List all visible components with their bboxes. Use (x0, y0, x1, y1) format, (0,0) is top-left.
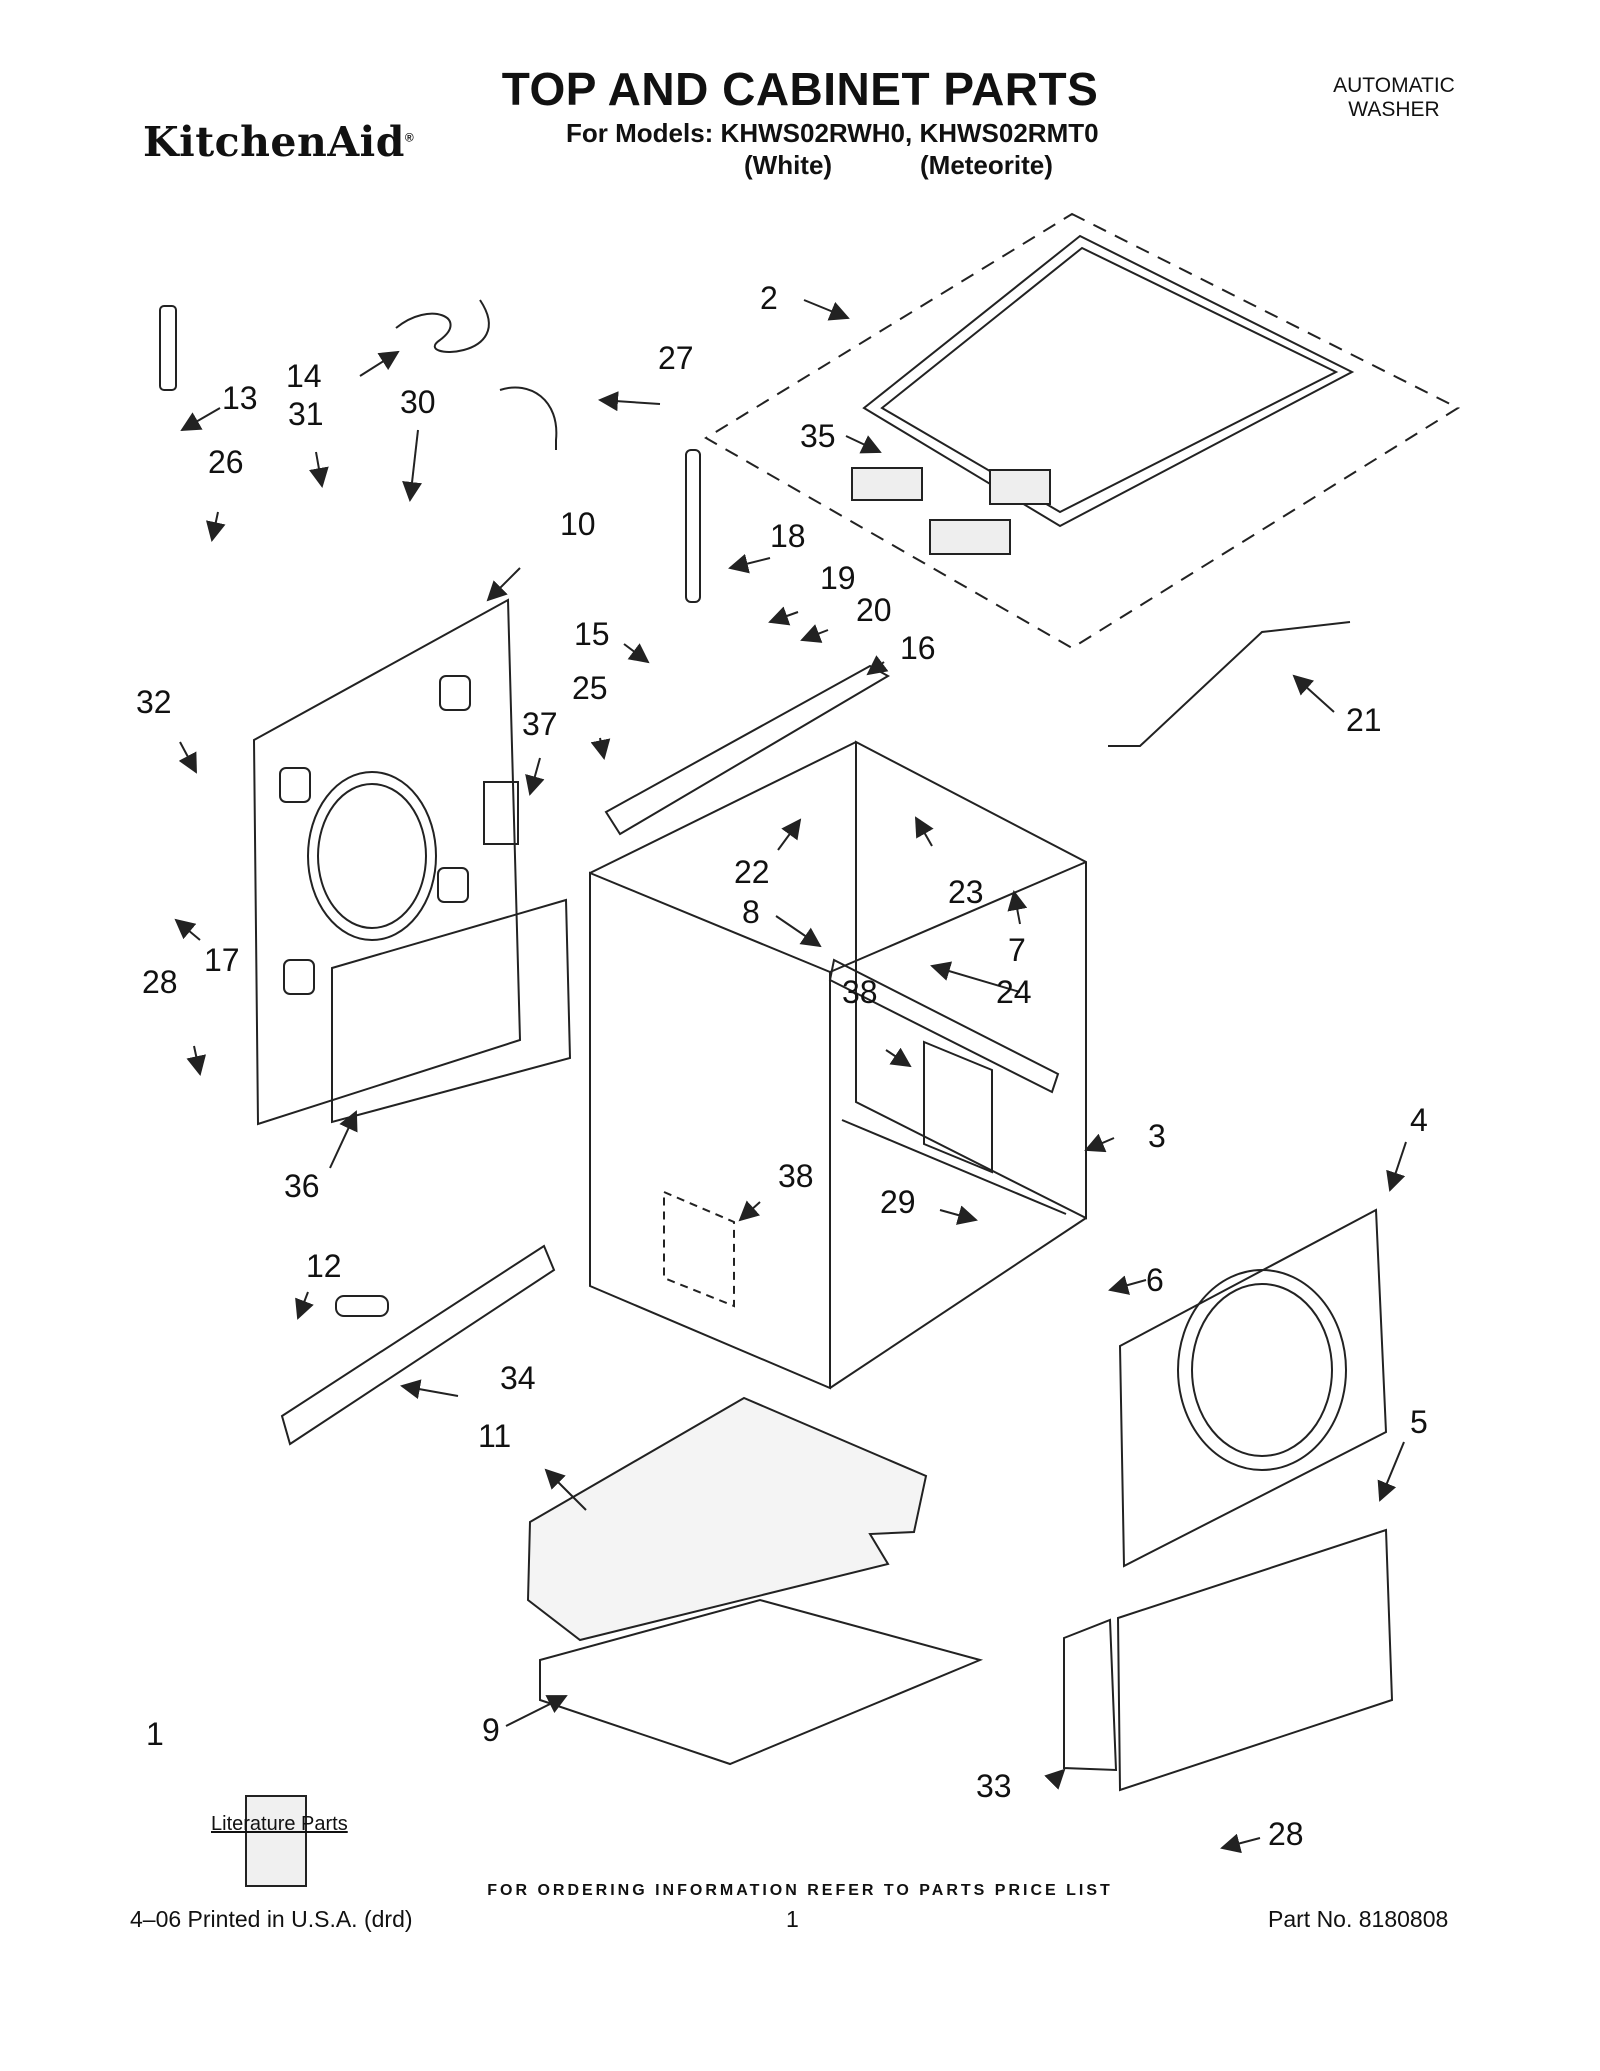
print-info: 4–06 Printed in U.S.A. (drd) (130, 1906, 413, 1932)
callout-12: 12 (306, 1248, 342, 1284)
callout-16: 16 (900, 630, 936, 666)
cabinet-part (590, 742, 1086, 1388)
brace-strap-part (1108, 622, 1350, 746)
callout-35: 35 (800, 418, 836, 454)
callout-33: 33 (976, 1768, 1012, 1804)
top-panel-part (706, 214, 1458, 648)
front-panel-part (1120, 1210, 1386, 1566)
hose-clip-part (500, 387, 556, 450)
toe-panel-part (1118, 1530, 1392, 1790)
callout-6: 6 (1146, 1262, 1164, 1298)
models-line: For Models: KHWS02RWH0, KHWS02RMT0 (566, 118, 1099, 148)
literature-parts-label: Literature Parts (211, 1813, 348, 1835)
callout-1: 1 (146, 1716, 164, 1752)
callout-25: 25 (572, 670, 608, 706)
part-number: Part No. 8180808 (1268, 1906, 1449, 1932)
callout-20: 20 (856, 592, 892, 628)
callout-4: 4 (1410, 1102, 1428, 1138)
callout-27: 27 (658, 340, 694, 376)
callout-7: 7 (1008, 932, 1026, 968)
color-meteorite: (Meteorite) (920, 150, 1053, 180)
callout-13: 13 (222, 380, 258, 416)
callout-22: 22 (734, 854, 770, 890)
callout-37: 37 (522, 706, 558, 742)
top-cushion-part (852, 468, 1050, 554)
callout-5: 5 (1410, 1404, 1428, 1440)
fill-hose-part (686, 450, 700, 602)
product-line-1: AUTOMATIC (1333, 74, 1455, 97)
callout-14: 14 (286, 358, 322, 394)
callout-36: 36 (284, 1168, 320, 1204)
callout-24: 24 (996, 974, 1032, 1010)
callout-11: 11 (478, 1418, 512, 1454)
callout-28-left: 28 (142, 964, 178, 1000)
callout-21: 21 (1346, 702, 1382, 738)
rear-brace-part (830, 960, 1058, 1092)
drain-hose-part (160, 306, 176, 390)
callout-15: 15 (574, 616, 610, 652)
kick-plate-part (282, 1246, 554, 1444)
callout-2: 2 (760, 280, 778, 316)
leveling-leg-part (336, 1296, 388, 1316)
color-white: (White) (744, 150, 833, 180)
registered-mark: ® (404, 130, 415, 145)
insulation-block-part (484, 782, 518, 844)
product-type: AUTOMATIC WASHER (1284, 74, 1504, 122)
callout-9: 9 (482, 1712, 500, 1748)
product-line-2: WASHER (1348, 98, 1440, 121)
callout-30: 30 (400, 384, 436, 420)
base-pan-part (528, 1398, 926, 1640)
callout-3: 3 (1148, 1118, 1166, 1154)
brand-logo: KitchenAid® (143, 118, 414, 166)
callout-32: 32 (136, 684, 172, 720)
callout-23: 23 (948, 874, 984, 910)
shield-panel-part (332, 900, 570, 1122)
page-title: TOP AND CABINET PARTS (501, 63, 1099, 115)
literature-booklet (246, 1796, 306, 1886)
callout-34: 34 (500, 1360, 536, 1396)
callout-26: 26 (208, 444, 244, 480)
callout-31: 31 (288, 396, 324, 432)
callout-17: 17 (204, 942, 240, 978)
bottom-cover-part (540, 1600, 980, 1764)
callout-8: 8 (742, 894, 760, 930)
callout-18: 18 (770, 518, 806, 554)
brand-name: KitchenAid (143, 118, 405, 166)
callout-29: 29 (880, 1184, 916, 1220)
rear-panel-part (254, 600, 520, 1124)
callout-28-right: 28 (1268, 1816, 1304, 1852)
callout-10: 10 (560, 506, 596, 542)
callout-38-lower: 38 (778, 1158, 814, 1194)
page-number: 1 (786, 1906, 799, 1932)
console-bracket-part (606, 666, 888, 834)
toe-panel-trim-part (1064, 1620, 1116, 1770)
callout-38-upper: 38 (842, 974, 878, 1010)
ordering-note: FOR ORDERING INFORMATION REFER TO PARTS … (487, 1882, 1113, 1899)
power-cord-part (396, 300, 489, 352)
callout-19: 19 (820, 560, 856, 596)
